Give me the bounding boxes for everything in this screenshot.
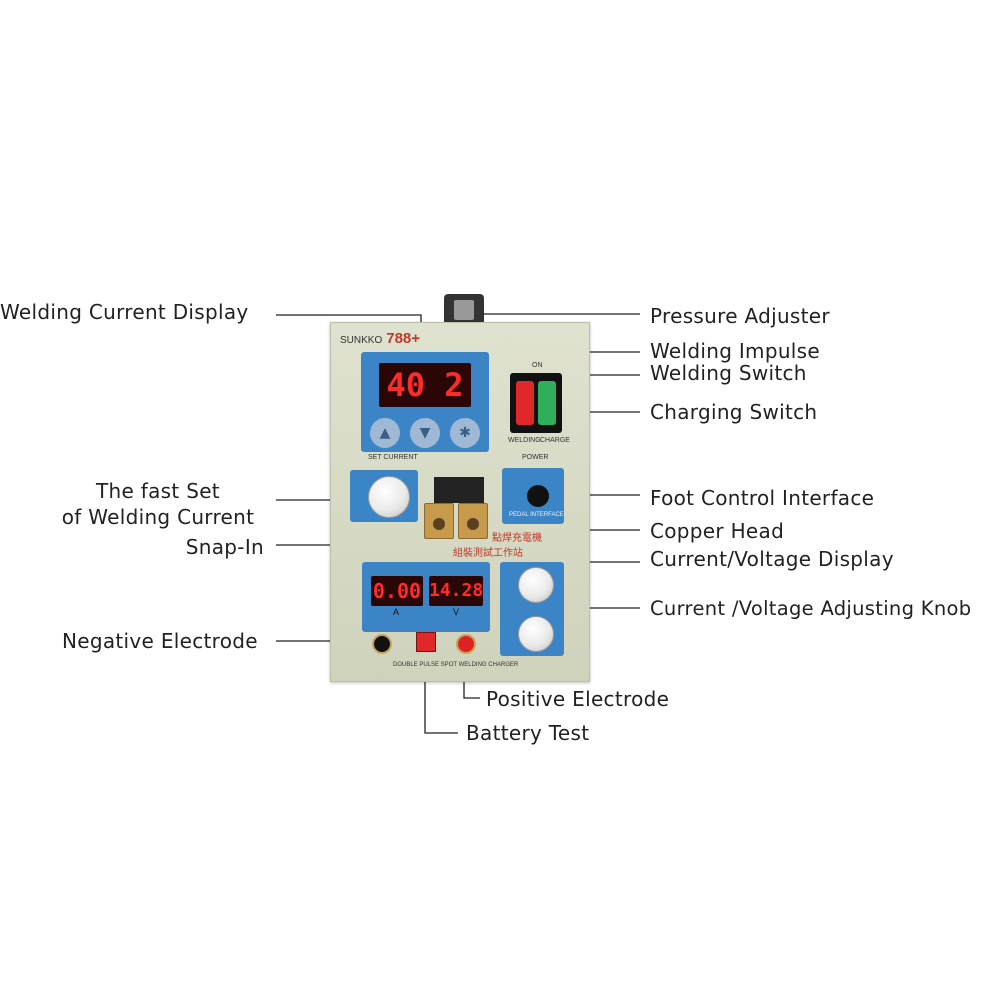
label-snap-in: Snap-In (185, 535, 264, 559)
negative-electrode-jack[interactable] (372, 634, 392, 654)
label-foot-control-interface: Foot Control Interface (650, 486, 875, 510)
label-positive-electrode: Positive Electrode (486, 687, 670, 711)
set-current-label: SET CURRENT (368, 454, 418, 461)
charge-label: CHARGE (540, 437, 570, 444)
welding-label: WELDING (508, 437, 541, 444)
electrode-holder (434, 477, 484, 503)
label-current-voltage-knob: Current /Voltage Adjusting Knob (650, 597, 972, 620)
label-copper-head: Copper Head (650, 519, 785, 543)
welding-current-display: 40 2 (379, 363, 471, 407)
pressure-adjuster-knob[interactable] (444, 294, 484, 324)
copper-head-right (458, 503, 488, 539)
current-adjusting-knob[interactable] (518, 567, 554, 603)
voltage-adjusting-knob[interactable] (518, 616, 554, 652)
foot-interface-label: PEDAL INTERFACE (509, 512, 564, 518)
chinese-title-line1: 點焊充電機 (492, 533, 542, 544)
welding-switch[interactable] (516, 381, 534, 425)
voltage-readout: 14.28 (429, 576, 483, 606)
label-fast-set-line2: of Welding Current (61, 505, 255, 529)
label-pressure-adjuster: Pressure Adjuster (650, 304, 830, 328)
label-fast-set-line1: The fast Set (96, 479, 220, 503)
battery-test-button[interactable] (416, 632, 436, 652)
positive-electrode-jack[interactable] (456, 634, 476, 654)
footer-label: DOUBLE PULSE SPOT WELDING CHARGER (393, 662, 519, 668)
label-charging-switch: Charging Switch (650, 400, 818, 424)
label-welding-impulse: Welding Impulse (650, 339, 820, 363)
charging-switch[interactable] (538, 381, 556, 425)
current-readout: 0.00 (371, 576, 423, 606)
label-welding-switch: Welding Switch (650, 361, 807, 385)
down-arrow-button[interactable]: ▼ (410, 418, 440, 448)
power-label: POWER (522, 454, 549, 461)
foot-control-jack[interactable] (527, 485, 549, 507)
label-current-voltage-display: Current/Voltage Display (650, 547, 894, 571)
volt-unit-label: V (453, 607, 460, 617)
chinese-title-line2: 組裝測試工作站 (453, 548, 523, 559)
label-battery-test: Battery Test (466, 721, 590, 745)
label-negative-electrode: Negative Electrode (62, 629, 258, 653)
copper-head-left (424, 503, 454, 539)
on-label: ON (532, 362, 543, 369)
up-arrow-button[interactable]: ▲ (370, 418, 400, 448)
label-welding-current-display: Welding Current Display (0, 300, 249, 324)
amp-unit-label: A (393, 607, 400, 617)
power-switch-frame (510, 373, 562, 433)
set-button[interactable]: ✱ (450, 418, 480, 448)
fast-set-current-knob[interactable] (368, 476, 410, 518)
